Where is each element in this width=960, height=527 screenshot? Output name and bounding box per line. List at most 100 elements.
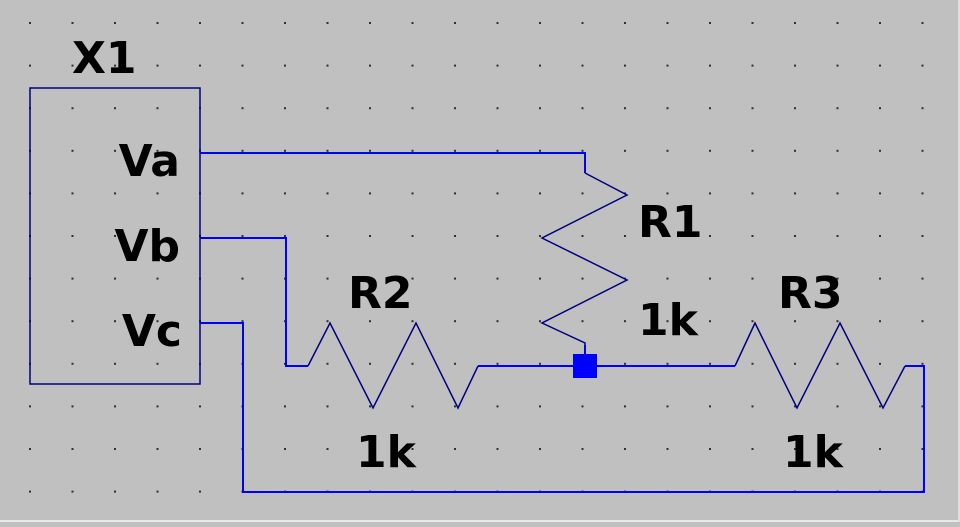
grid-dot xyxy=(921,107,924,110)
grid-dot xyxy=(241,277,244,280)
grid-dot xyxy=(794,149,796,152)
canvas-right-edge xyxy=(958,0,960,522)
grid-dot xyxy=(454,235,456,237)
wire-vb[interactable] xyxy=(200,237,308,367)
grid-dot xyxy=(539,192,541,195)
grid-dot xyxy=(156,277,159,280)
grid-dot xyxy=(751,192,754,195)
grid-dot xyxy=(326,22,329,24)
grid-dot xyxy=(794,362,796,365)
grid-dot xyxy=(709,64,711,67)
grid-dot xyxy=(326,448,329,450)
grid-dot xyxy=(539,448,541,450)
grid-dot xyxy=(836,22,839,24)
grid-dot xyxy=(284,64,286,67)
grid-dot xyxy=(454,362,456,365)
grid-dot xyxy=(326,235,329,237)
resistor-r2-symbol[interactable] xyxy=(307,321,479,410)
junction-dot[interactable] xyxy=(573,354,597,378)
r2-value[interactable]: 1k xyxy=(356,427,418,478)
r1-value[interactable]: 1k xyxy=(638,295,700,346)
grid-dot xyxy=(921,448,924,450)
grid-dot xyxy=(71,448,74,450)
grid-dot xyxy=(624,107,626,110)
grid-dot xyxy=(666,192,669,195)
grid-dot xyxy=(666,277,669,280)
grid-dot xyxy=(666,22,669,24)
resistor-r2[interactable] xyxy=(307,321,479,410)
grid-dot xyxy=(156,64,159,67)
grid-dot xyxy=(29,490,31,493)
grid-dot xyxy=(369,277,371,280)
grid-dot xyxy=(539,277,541,280)
grid-dot xyxy=(156,405,159,408)
resistor-r3-symbol[interactable] xyxy=(734,321,906,410)
grid-dot xyxy=(156,22,159,24)
r2-name[interactable]: R2 xyxy=(348,268,413,319)
grid-dot xyxy=(539,320,541,323)
grid-dot xyxy=(879,362,881,365)
grid-dot xyxy=(71,320,74,323)
grid-dot xyxy=(114,448,116,450)
wire-vc[interactable] xyxy=(200,322,925,493)
grid-dot xyxy=(666,320,669,323)
grid-dot xyxy=(71,277,74,280)
grid-dot xyxy=(794,107,796,110)
grid-dot xyxy=(709,405,711,408)
grid-dot xyxy=(326,64,329,67)
grid-dot xyxy=(539,235,541,237)
grid-dot xyxy=(369,64,371,67)
grid-dot xyxy=(539,22,541,24)
grid-dot xyxy=(454,320,456,323)
grid-dot xyxy=(666,405,669,408)
grid-dot xyxy=(709,362,711,365)
r1-name[interactable]: R1 xyxy=(638,197,703,248)
grid-dot xyxy=(581,64,584,67)
grid-dot xyxy=(879,448,881,450)
grid-dot xyxy=(156,320,159,323)
resistor-r1-symbol[interactable] xyxy=(540,172,629,345)
grid-dot xyxy=(369,235,371,237)
grid-dot xyxy=(496,107,499,110)
grid-dot xyxy=(751,320,754,323)
r3-name[interactable]: R3 xyxy=(778,268,843,319)
grid-dot xyxy=(369,107,371,110)
resistor-r3[interactable] xyxy=(734,321,906,410)
resistor-r1[interactable] xyxy=(540,172,629,345)
grid-dot xyxy=(751,448,754,450)
grid-dot xyxy=(241,107,244,110)
grid-dot xyxy=(411,235,414,237)
subcircuit-x1[interactable]: X1 Va Vb Vc xyxy=(29,33,201,385)
grid-dot xyxy=(666,64,669,67)
grid-dot xyxy=(156,149,159,152)
grid-dot xyxy=(751,235,754,237)
grid-dot xyxy=(624,149,626,152)
grid-dot xyxy=(581,320,584,323)
grid-dot xyxy=(921,149,924,152)
r3-value[interactable]: 1k xyxy=(783,427,845,478)
grid-dot xyxy=(241,235,244,237)
grid-dot xyxy=(369,362,371,365)
grid-dot xyxy=(411,64,414,67)
subcircuit-name[interactable]: X1 xyxy=(72,33,137,84)
grid-dot xyxy=(836,405,839,408)
grid-dot xyxy=(496,362,499,365)
grid-dot xyxy=(454,22,456,24)
grid-dot xyxy=(879,277,881,280)
grid-dot xyxy=(624,362,626,365)
grid-dot xyxy=(709,320,711,323)
grid-dot xyxy=(454,448,456,450)
grid-dot xyxy=(921,320,924,323)
grid-dot xyxy=(241,149,244,152)
grid-dot xyxy=(794,277,796,280)
wire-va[interactable] xyxy=(200,152,586,173)
grid-dot xyxy=(369,320,371,323)
grid-dot xyxy=(411,362,414,365)
subcircuit-box[interactable] xyxy=(29,87,201,385)
grid-dot xyxy=(794,64,796,67)
grid-dot xyxy=(71,192,74,195)
grid-dot xyxy=(156,107,159,110)
grid-dot xyxy=(284,22,286,24)
